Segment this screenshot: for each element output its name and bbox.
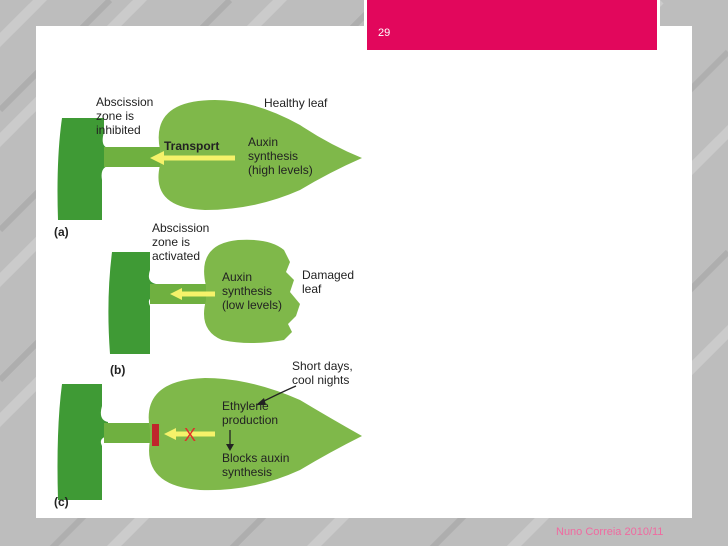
stem-b: [108, 252, 156, 354]
transport-arrow-a: [150, 151, 164, 165]
zone-label-b-1: Abscission: [152, 221, 209, 235]
zone-label-b-2: zone is: [152, 235, 190, 249]
panel-c: X Short days, cool nights Ethylene produ…: [54, 359, 362, 509]
slide-number-tab: [364, 0, 660, 50]
leaf-blade-a: [158, 100, 362, 210]
blocks-label-2: synthesis: [222, 465, 272, 479]
ethylene-label-1: Ethylene: [222, 399, 269, 413]
healthy-leaf-label: Healthy leaf: [264, 96, 328, 110]
auxin-label-a-2: synthesis: [248, 149, 298, 163]
petiole-a: [104, 147, 168, 167]
stem-c: [57, 384, 108, 500]
transport-arrow-c: [164, 428, 176, 440]
abscission-block-bar: [152, 424, 159, 446]
footer-credit: Nuno Correia 2010/11: [556, 526, 664, 538]
transport-label: Transport: [164, 139, 219, 153]
zone-label-b-3: activated: [152, 249, 200, 263]
panel-label-b: (b): [110, 363, 125, 377]
ethylene-label-2: production: [222, 413, 278, 427]
leaf-blade-b: [204, 239, 300, 343]
panel-label-a: (a): [54, 225, 69, 239]
damaged-leaf-label-1: Damaged: [302, 268, 354, 282]
condition-arrow: [261, 385, 297, 403]
slide-number: 29: [378, 27, 391, 39]
auxin-label-b-2: synthesis: [222, 284, 272, 298]
leaf-blade-c: [148, 378, 362, 491]
transport-arrow-b: [170, 288, 182, 300]
auxin-label-b-3: (low levels): [222, 298, 282, 312]
auxin-label-a-3: (high levels): [248, 163, 313, 177]
panel-a: Abscission zone is inhibited Healthy lea…: [54, 95, 362, 239]
zone-label-a-2: zone is: [96, 109, 134, 123]
transport-blocked-mark: X: [184, 425, 196, 445]
panel-label-c: (c): [54, 495, 69, 509]
condition-label-2: cool nights: [292, 373, 349, 387]
auxin-label-a-1: Auxin: [248, 135, 278, 149]
stem-a: [57, 118, 108, 220]
panel-b: Abscission zone is activated Damaged lea…: [108, 221, 354, 377]
condition-label-1: Short days,: [292, 359, 353, 373]
petiole-c: [104, 423, 156, 443]
auxin-label-b-1: Auxin: [222, 270, 252, 284]
blocks-label-1: Blocks auxin: [222, 451, 289, 465]
damaged-leaf-label-2: leaf: [302, 282, 322, 296]
zone-label-a-1: Abscission: [96, 95, 153, 109]
zone-label-a-3: inhibited: [96, 123, 141, 137]
